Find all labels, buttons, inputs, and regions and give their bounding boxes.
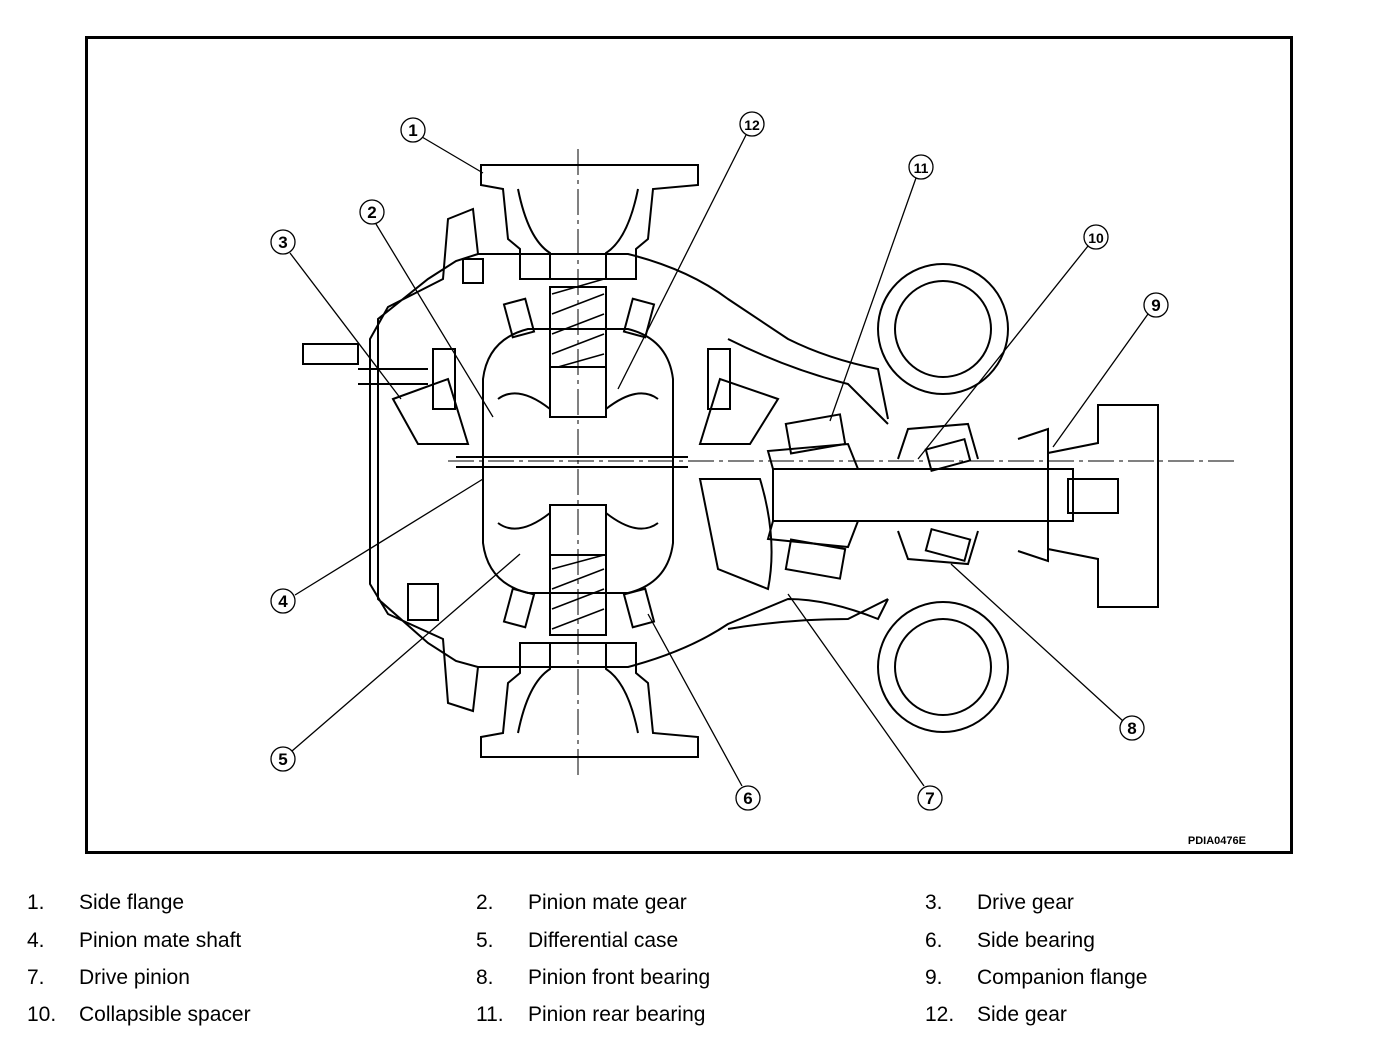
- legend-number: 4.: [27, 929, 45, 952]
- callout-7: [787, 593, 943, 811]
- callout-10: [917, 224, 1109, 460]
- side-flange-bottom: [480, 642, 699, 758]
- legend-number: 9.: [925, 966, 943, 989]
- callout-label-12: 12: [744, 117, 760, 133]
- legend-number: 5.: [476, 929, 494, 952]
- legend-label: Drive gear: [977, 891, 1074, 914]
- legend-label: Differential case: [528, 929, 679, 952]
- callout-label-3: 3: [278, 233, 287, 252]
- diagram-frame: 1 2 3 4 5 6 7 8 9 10 11 12 PDIA0476E: [85, 36, 1293, 854]
- legend-label: Side gear: [977, 1003, 1067, 1026]
- legend-label: Pinion mate gear: [528, 891, 687, 914]
- callout-label-4: 4: [278, 592, 288, 611]
- callout-12: [617, 111, 765, 390]
- legend-number: 2.: [476, 891, 494, 914]
- callout-label-9: 9: [1151, 296, 1160, 315]
- callout-label-5: 5: [278, 750, 287, 769]
- callout-label-11: 11: [914, 160, 929, 176]
- callout-label-6: 6: [743, 789, 752, 808]
- legend-number: 8.: [476, 966, 494, 989]
- differential-cross-section: 1 2 3 4 5 6 7 8 9 10 11 12: [270, 111, 1238, 811]
- companion-flange: [1047, 404, 1159, 608]
- pinion-rear-bearing: [784, 413, 847, 455]
- legend-number: 11.: [476, 1003, 504, 1026]
- legend-number: 12.: [925, 1003, 955, 1026]
- callout-label-1: 1: [408, 121, 417, 140]
- mount-boss-bottom: [877, 601, 1009, 733]
- legend-label: Side flange: [79, 891, 185, 914]
- callout-label-10: 10: [1088, 230, 1104, 246]
- legend-number: 10.: [27, 1003, 57, 1026]
- callout-6: [647, 613, 761, 811]
- carrier-housing: [369, 207, 480, 713]
- callout-label-8: 8: [1127, 719, 1136, 738]
- legend-label: Collapsible spacer: [79, 1003, 251, 1026]
- callout-8: [950, 563, 1145, 741]
- legend-number: 7.: [27, 966, 45, 989]
- legend-label: Drive pinion: [79, 966, 190, 989]
- callout-4: [270, 478, 484, 614]
- callout-11: [829, 154, 934, 422]
- legend-label: Side bearing: [977, 929, 1095, 952]
- legend-label: Pinion mate shaft: [79, 929, 242, 952]
- callout-9: [1052, 292, 1169, 448]
- side-flange-top: [480, 164, 699, 280]
- drive-gear: [391, 377, 470, 445]
- drive-pinion: [772, 468, 1074, 522]
- parts-legend: 1. Side flange 2. Pinion mate gear 3. Dr…: [0, 885, 1376, 1045]
- legend-number: 3.: [925, 891, 943, 914]
- legend-number: 1.: [27, 891, 45, 914]
- callout-5: [270, 553, 521, 772]
- callout-3: [270, 229, 402, 400]
- legend-label: Pinion rear bearing: [528, 1003, 706, 1026]
- figure-code: PDIA0476E: [1187, 835, 1246, 847]
- callout-label-7: 7: [925, 789, 934, 808]
- pinion-front-bearing: [924, 437, 972, 473]
- legend-label: Companion flange: [977, 966, 1148, 989]
- callout-2: [359, 199, 494, 418]
- legend-label: Pinion front bearing: [528, 966, 711, 989]
- mount-boss-top: [877, 263, 1009, 395]
- callout-1: [400, 117, 484, 174]
- legend-number: 6.: [925, 929, 943, 952]
- callout-label-2: 2: [367, 203, 376, 222]
